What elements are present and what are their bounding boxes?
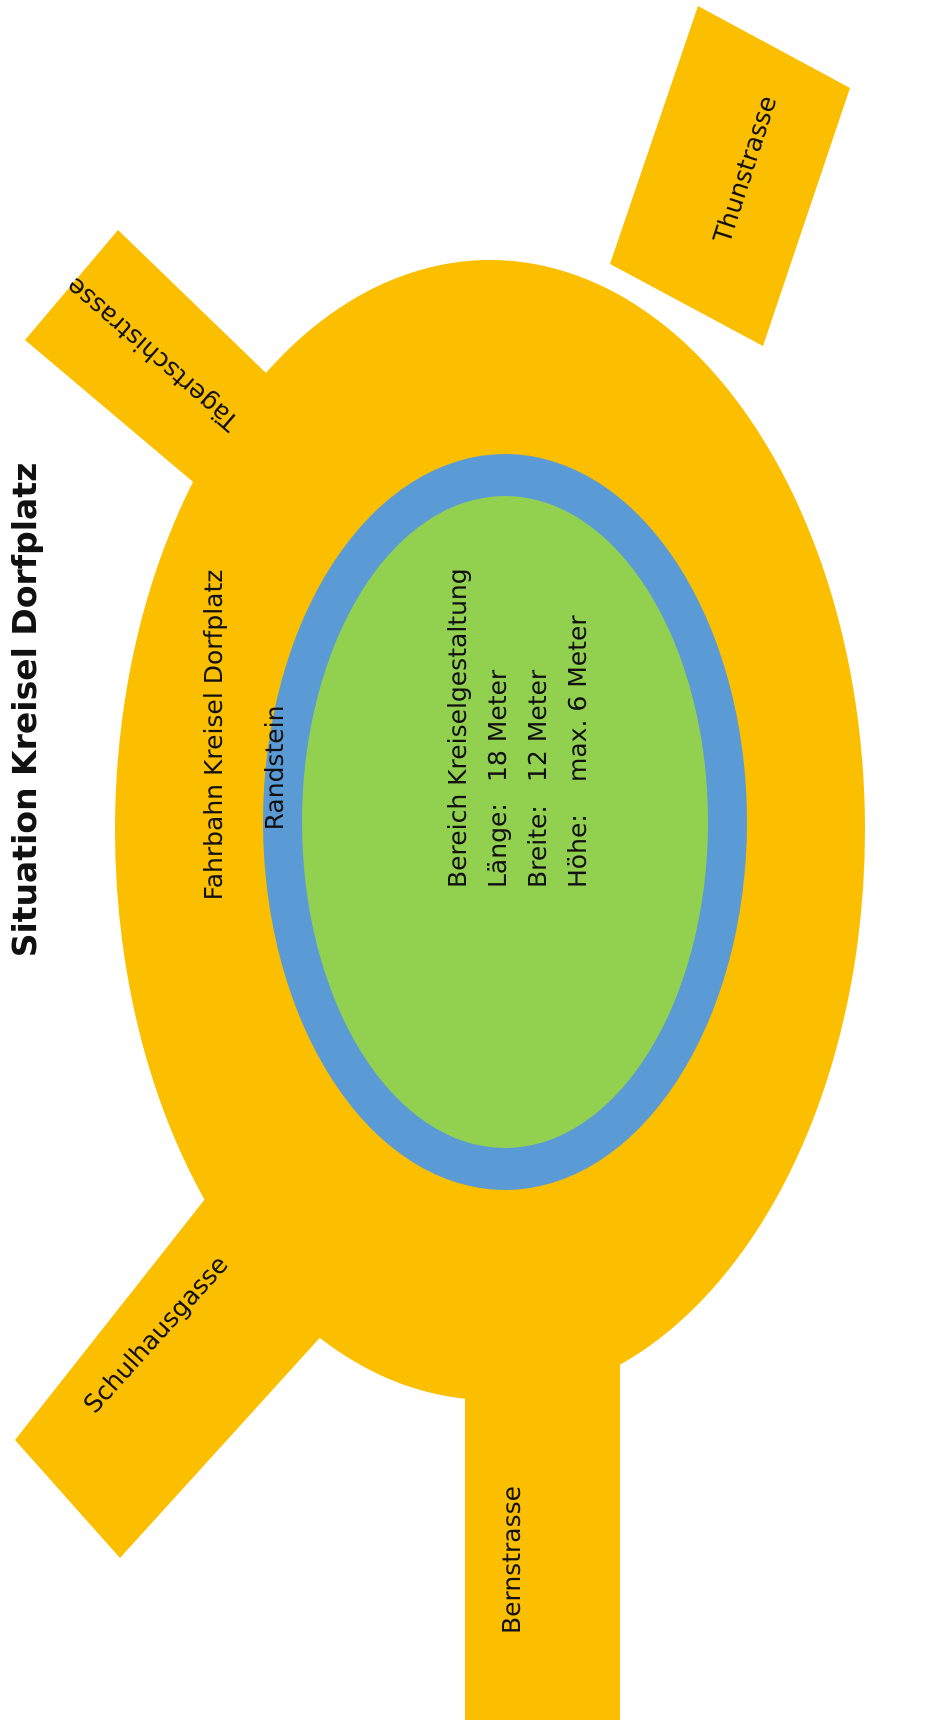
- design-area-row-value: max. 6 Meter: [563, 615, 592, 782]
- design-area-row-label: Länge:: [483, 803, 512, 888]
- page-title: Situation Kreisel Dorfplatz: [5, 463, 44, 958]
- road-bernstrasse: [465, 1360, 620, 1720]
- design-area-row-label: Breite:: [523, 805, 552, 888]
- design-area-row-value: 12 Meter: [523, 669, 552, 782]
- design-area-row-value: 18 Meter: [483, 669, 512, 782]
- curb-label: Randstein: [260, 706, 289, 831]
- street-label-bernstrasse: Bernstrasse: [497, 1486, 526, 1634]
- central-island: [302, 496, 708, 1148]
- road-thunstrasse: [610, 6, 850, 346]
- roadway-label: Fahrbahn Kreisel Dorfplatz: [199, 570, 228, 901]
- design-area-heading: Bereich Kreiselgestaltung: [443, 568, 472, 888]
- design-area-row-label: Höhe:: [563, 814, 592, 888]
